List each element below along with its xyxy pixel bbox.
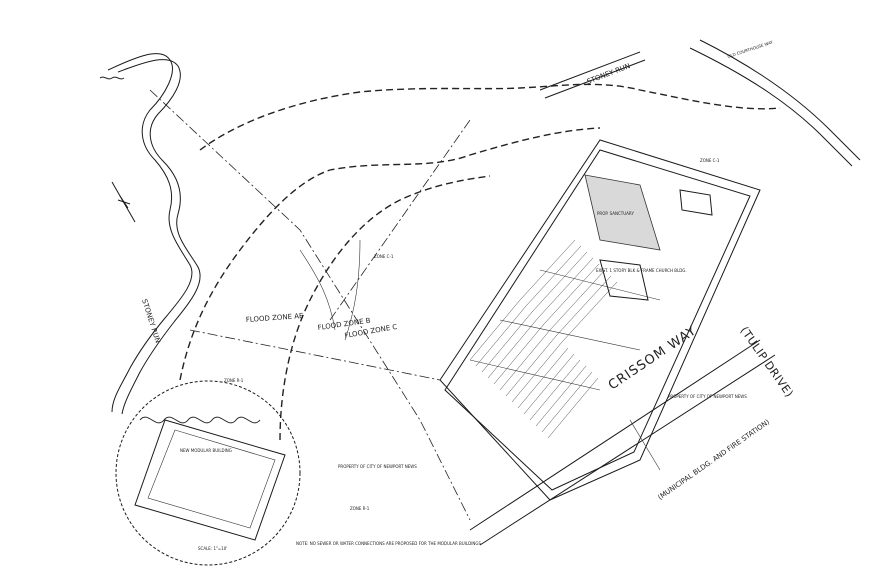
municipal-bldg-label: (MUNICIPAL BLDG. AND FIRE STATION) [657,418,772,502]
zone-c1-b-label: ZONE C-1 [700,158,720,163]
tree-line [179,83,781,441]
zone-c1-label: ZONE C-1 [374,254,394,259]
tulip-drive-label: (TULIP DRIVE) [738,324,796,400]
property-city-b-label: PROPERTY OF CITY OF NEWPORT NEWS [668,394,747,399]
sanctuary-label: PROP. SANCTUARY [597,211,634,216]
detail-circle: NEW MODULAR BUILDING SCALE: 1"=10' [115,380,301,566]
property-city-label: PROPERTY OF CITY OF NEWPORT NEWS [338,464,417,469]
parking-stalls [469,239,618,439]
stoney-run-creek: STONEY RUN [99,53,201,415]
modular-building-outline [134,419,286,541]
zone-r1-label: ZONE R-1 [224,378,244,383]
flood-zone-ae-label: FLOOD ZONE AE [246,312,304,324]
property-lines [149,89,471,521]
stoney-run-road: STONEY RUN OLD COURTHOUSE WAY [539,39,861,167]
flood-zones: FLOOD ZONE AE FLOOD ZONE B FLOOD ZONE C … [224,239,398,383]
zone-r1-b-label: ZONE R-1 [350,506,370,511]
existing-church-label: EXIST. 1 STORY BLK & FRAME CHURCH BLDG. [596,268,687,273]
scale-label: SCALE: 1"=10' [198,546,227,551]
modular-note: NOTE: NO SEWER OR WATER CONNECTIONS ARE … [296,541,481,546]
stoney-run-road-label: STONEY RUN [586,62,631,86]
old-courthouse-way-label: OLD COURTHOUSE WAY [727,39,774,59]
existing-church [599,259,649,301]
church-buildings: PROP. SANCTUARY EXIST. 1 STORY BLK & FRA… [584,174,713,301]
stoney-run-creek-label: STONEY RUN [140,298,162,344]
property-notes: PROPERTY OF CITY OF NEWPORT NEWS ZONE R-… [296,158,747,546]
north-arrow-icon [111,181,136,223]
site-parcel [439,139,761,501]
crissom-way: CRISSOM WAY (TULIP DRIVE) (MUNICIPAL BLD… [469,323,796,546]
proposed-sanctuary [584,174,661,251]
modular-building-label: NEW MODULAR BUILDING [180,448,232,453]
accessory-building [679,189,713,216]
